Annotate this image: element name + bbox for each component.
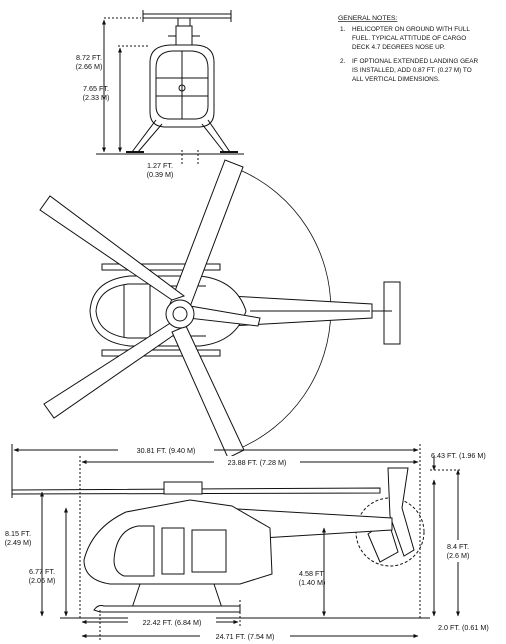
boom-height-m: (1.40 M): [299, 578, 326, 587]
front-height-total-m: (2.66 M): [76, 62, 103, 71]
note-1-line-3: DECK 4.7 DEGREES NOSE UP.: [352, 44, 445, 51]
note-1-number: 1.: [340, 26, 346, 33]
overall-height-ft: 8.15 FT.: [5, 529, 31, 538]
front-height-total-ft: 8.72 FT.: [76, 53, 102, 62]
fuselage-length-label: 22.42 FT. (6.84 M): [143, 618, 202, 627]
front-height-cabin-m: (2.33 M): [83, 93, 110, 102]
note-1-line-2: FUEL. TYPICAL ATTITUDE OF CARGO: [352, 35, 466, 42]
top-view: [39, 159, 401, 459]
skid-offset-ft: 1.27 FT.: [147, 161, 173, 170]
tail-height-label: 6.43 FT. (1.96 M): [431, 451, 486, 460]
note-2-line-2: IS INSTALLED, ADD 0.87 FT. (0.27 M) TO: [352, 67, 472, 74]
side-view: [11, 444, 462, 640]
hub-height-m: (2.06 M): [29, 576, 56, 585]
note-2-line-1: IF OPTIONAL EXTENDED LANDING GEAR: [352, 58, 479, 65]
general-notes: GENERAL NOTES: 1. HELICOPTER ON GROUND W…: [338, 15, 479, 83]
front-height-cabin-ft: 7.65 FT.: [83, 84, 109, 93]
note-2-number: 2.: [340, 58, 346, 65]
side-view-labels: 30.81 FT. (9.40 M) 23.88 FT. (7.28 M) 6.…: [5, 444, 489, 642]
rotor-to-tail-label: 23.88 FT. (7.28 M): [228, 458, 287, 467]
rotor-diameter-label: 30.81 FT. (9.40 M): [137, 446, 196, 455]
tail-rotor-clearance-label: 2.0 FT. (0.61 M): [438, 623, 489, 632]
overall-length-label: 24.71 FT. (7.54 M): [216, 632, 275, 641]
note-1-line-1: HELICOPTER ON GROUND WITH FULL: [352, 26, 470, 33]
hub-height-ft: 6.77 FT.: [29, 567, 55, 576]
tail-rotor-height-m: (2.6 M): [447, 551, 470, 560]
note-2-line-3: ALL VERTICAL DIMENSIONS.: [352, 76, 440, 83]
skid-offset-m: (0.39 M): [147, 170, 174, 179]
notes-title: GENERAL NOTES:: [338, 15, 398, 22]
tail-rotor-height-ft: 8.4 FT.: [447, 542, 469, 551]
overall-height-m: (2.49 M): [5, 538, 32, 547]
front-view-labels: 8.72 FT. (2.66 M) 7.65 FT. (2.33 M) 1.27…: [76, 53, 174, 179]
boom-height-ft: 4.58 FT.: [299, 569, 325, 578]
front-view: [96, 10, 244, 164]
